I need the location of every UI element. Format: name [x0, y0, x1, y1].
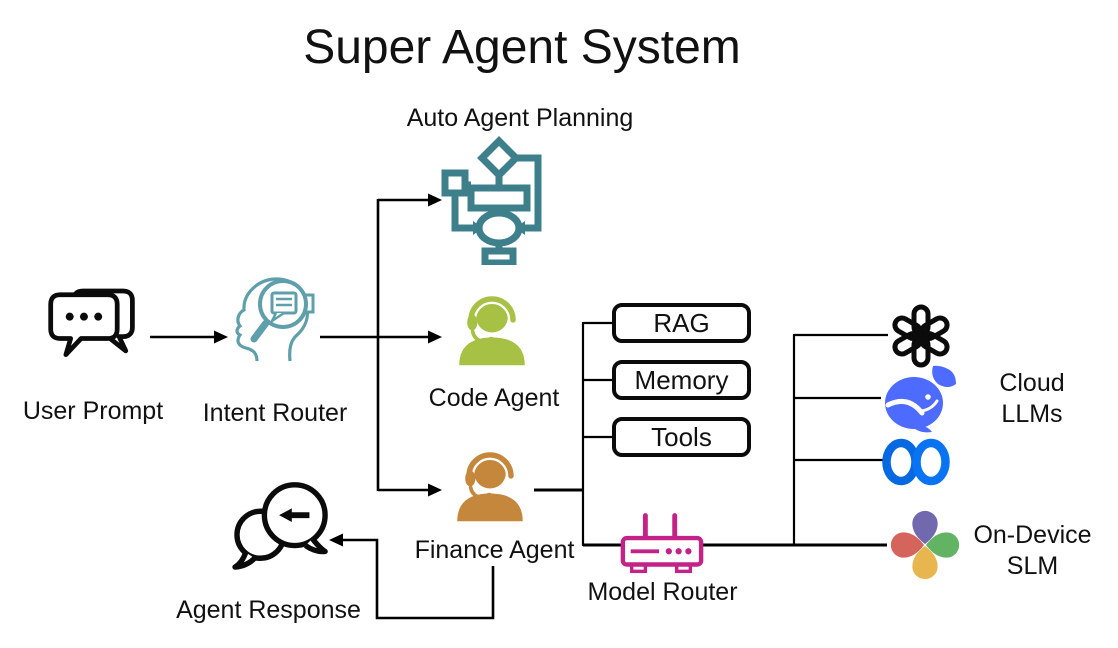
- label-on-device-slm: On-Device SLM: [950, 520, 1115, 582]
- label-model-router: Model Router: [587, 578, 738, 606]
- label-on-device-slm-line2: SLM: [1006, 552, 1059, 580]
- code-agent-headset-icon: [459, 293, 525, 366]
- label-user-prompt: User Prompt: [22, 397, 164, 425]
- finance-agent-headset-icon: [457, 449, 523, 522]
- page-title: Super Agent System: [303, 21, 741, 74]
- label-intent-router: Intent Router: [202, 399, 348, 427]
- slm-petals-logo-icon: [890, 510, 960, 580]
- label-auto-agent-planning: Auto Agent Planning: [406, 104, 634, 132]
- openai-logo-icon: [892, 304, 950, 368]
- label-cloud-llms-line2: LLMs: [1001, 400, 1063, 428]
- label-on-device-slm-line1: On-Device: [973, 521, 1092, 549]
- reply-bubbles-icon: [232, 482, 328, 570]
- chat-bubbles-icon: [48, 288, 135, 358]
- deepseek-logo-icon: [885, 365, 956, 433]
- flowchart-icon: [441, 136, 542, 265]
- head-magnifier-icon: [235, 277, 315, 362]
- capability-box-rag: RAG: [612, 303, 751, 343]
- label-agent-response: Agent Response: [176, 596, 361, 624]
- label-cloud-llms-line1: Cloud: [999, 369, 1065, 397]
- label-finance-agent: Finance Agent: [414, 536, 575, 564]
- meta-logo-icon: [882, 438, 950, 486]
- capability-box-memory: Memory: [612, 360, 751, 400]
- arrowheads: [214, 193, 442, 547]
- label-code-agent: Code Agent: [428, 384, 560, 412]
- wifi-router-icon: [620, 513, 704, 574]
- label-cloud-llms: Cloud LLMs: [962, 368, 1102, 430]
- capability-box-tools: Tools: [612, 417, 751, 457]
